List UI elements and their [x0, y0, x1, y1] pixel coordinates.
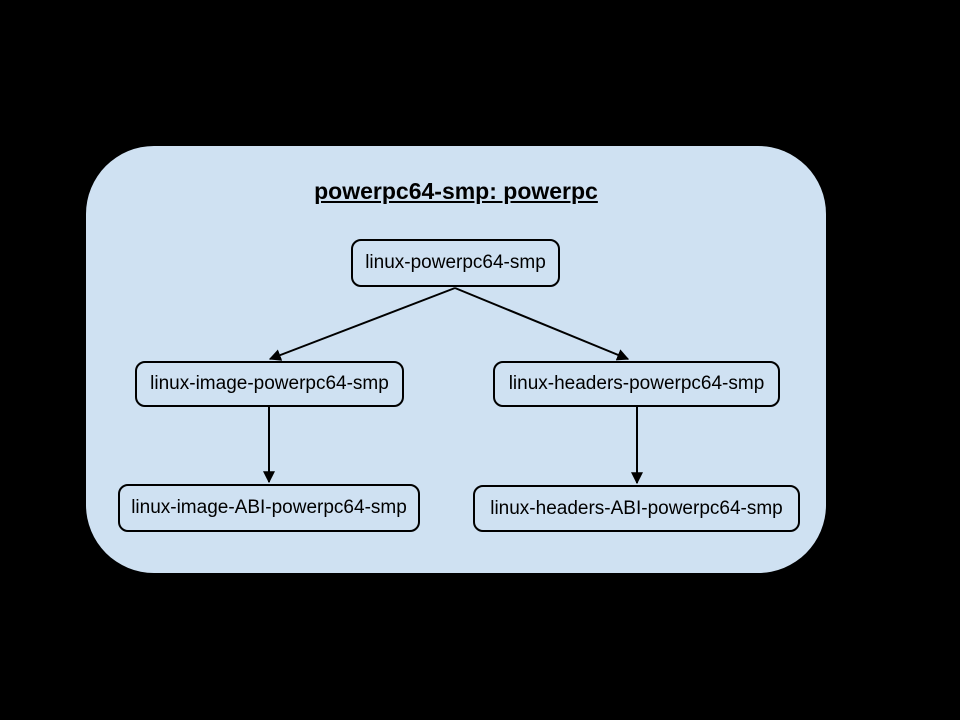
- node-label: linux-powerpc64-smp: [365, 252, 546, 273]
- node-label: linux-image-powerpc64-smp: [150, 373, 389, 394]
- node-linux-image-powerpc64-smp: linux-image-powerpc64-smp: [135, 361, 404, 407]
- node-linux-powerpc64-smp: linux-powerpc64-smp: [351, 239, 560, 287]
- cluster-title: powerpc64-smp: powerpc: [314, 178, 598, 204]
- node-linux-headers-ABI-powerpc64-smp: linux-headers-ABI-powerpc64-smp: [473, 485, 800, 532]
- node-label: linux-headers-powerpc64-smp: [508, 373, 765, 394]
- node-linux-headers-powerpc64-smp: linux-headers-powerpc64-smp: [493, 361, 780, 407]
- node-label: linux-headers-ABI-powerpc64-smp: [490, 497, 783, 519]
- node-label: linux-image-ABI-powerpc64-smp: [131, 497, 407, 518]
- node-linux-image-ABI-powerpc64-smp: linux-image-ABI-powerpc64-smp: [118, 484, 420, 532]
